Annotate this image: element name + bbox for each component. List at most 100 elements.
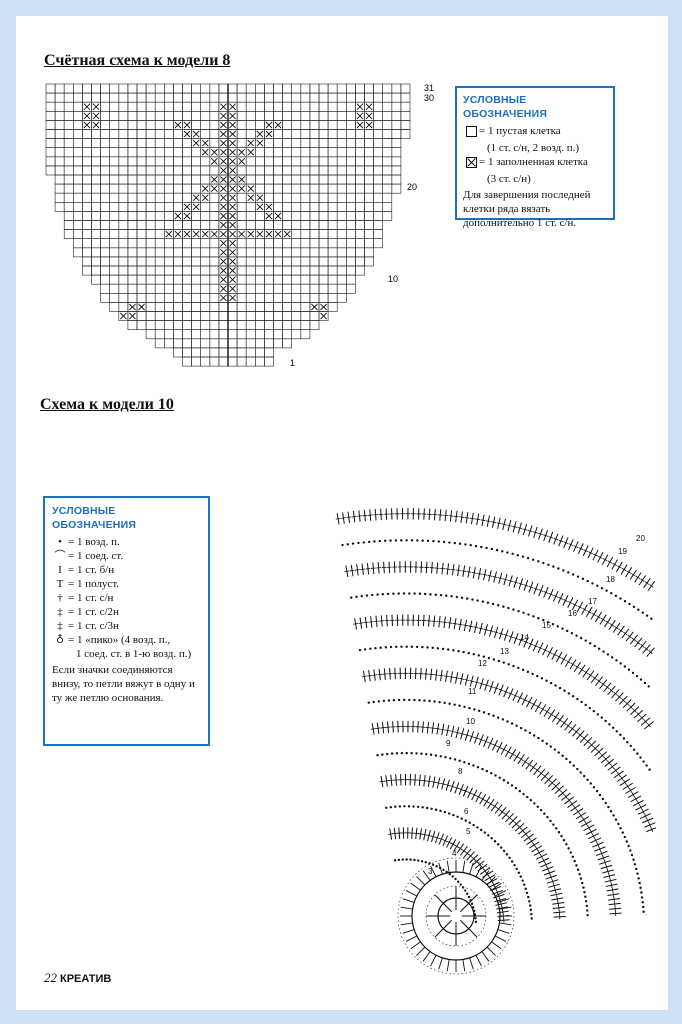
- stitch-bar: [449, 676, 454, 678]
- filet-cell: [336, 292, 347, 303]
- stitch-bar: [518, 582, 524, 585]
- filet-cell: [382, 129, 393, 139]
- stitch-bar: [609, 688, 614, 693]
- filet-cell: [145, 274, 156, 285]
- filet-cell: [63, 192, 74, 203]
- filet-cell: [245, 265, 256, 276]
- filet-cell: [309, 165, 320, 176]
- filet-cell: [209, 311, 220, 321]
- filet-cell: [400, 83, 411, 94]
- chain-dot: [532, 734, 536, 737]
- stitch-bar: [471, 856, 476, 861]
- filet-cell: [391, 138, 402, 148]
- filet-cell: [309, 220, 320, 230]
- chain-dot: [450, 595, 453, 598]
- chain-dot: [410, 539, 414, 542]
- stitch-bar: [523, 760, 528, 764]
- filet-cell: [173, 311, 183, 321]
- filet-cell: [109, 211, 120, 221]
- chain-dot: [579, 771, 583, 774]
- filet-cell: [127, 138, 138, 148]
- chain-dot: [562, 569, 565, 572]
- filet-cell: [345, 101, 356, 112]
- chain-dot: [416, 539, 419, 542]
- chain-dot: [423, 699, 426, 702]
- filet-cell: [72, 192, 83, 203]
- filet-cell: [236, 347, 247, 358]
- stitch-bar: [497, 577, 503, 580]
- filet-cell: [327, 211, 338, 221]
- filet-cell: [182, 147, 192, 158]
- stitch-bar: [588, 551, 593, 555]
- filet-cell: [191, 111, 202, 121]
- chain-dot: [418, 699, 421, 702]
- filet-cell: [182, 101, 192, 112]
- filet-cell: [255, 338, 265, 349]
- stitch-bar: [532, 842, 536, 848]
- stitch-bar: [487, 574, 493, 577]
- filet-cell: [118, 220, 129, 230]
- filet-cell: [336, 92, 347, 103]
- filet-cell: [236, 192, 247, 203]
- filet-cell: [318, 156, 329, 167]
- filet-cell: [300, 320, 311, 331]
- stitch-bar: [384, 780, 390, 782]
- filet-cell: [273, 165, 283, 176]
- filet-cell: [154, 256, 165, 267]
- filet-cell: [209, 220, 220, 230]
- chain-dot: [413, 858, 416, 862]
- legend-slip-stitch: ⌒ = 1 соед. ст.: [52, 549, 201, 563]
- filet-cell: [118, 229, 129, 240]
- chain-dot: [441, 647, 445, 651]
- filet-cell: [245, 247, 256, 258]
- filet-cell: [309, 120, 320, 130]
- filet-cell: [282, 338, 293, 349]
- filet-cell: [373, 238, 384, 249]
- filet-cell: [273, 147, 283, 158]
- filet-cross: [220, 230, 227, 238]
- chain-dot: [386, 592, 390, 596]
- filet-cell: [345, 283, 356, 294]
- filet-cross: [220, 258, 227, 265]
- filet-cell: [109, 147, 120, 158]
- filet-cross: [265, 212, 273, 220]
- filet-cross: [192, 230, 200, 238]
- filet-cell: [345, 202, 356, 212]
- chain-dot: [542, 618, 545, 622]
- filet-cell: [273, 329, 283, 340]
- filet-cell: [209, 320, 220, 331]
- stitch-bar: [602, 558, 608, 562]
- stitch-bar: [454, 786, 460, 790]
- filet-cell: [118, 211, 129, 221]
- filet-cell: [309, 156, 320, 167]
- filet-cell: [227, 329, 238, 340]
- stitch-bar: [596, 615, 601, 619]
- filet-cell: [200, 320, 211, 331]
- filet-cell: [273, 138, 283, 148]
- filet-cell: [164, 111, 174, 121]
- chain-dot: [486, 601, 490, 604]
- filet-cell: [309, 256, 320, 267]
- filet-cell: [100, 83, 110, 94]
- chain-dot: [575, 634, 578, 637]
- filet-cross: [183, 121, 191, 129]
- filet-cell: [382, 147, 393, 158]
- stitch-bar: [605, 864, 608, 870]
- filet-cell: [145, 138, 156, 148]
- filet-cell: [209, 83, 220, 94]
- filet-cell: [327, 283, 338, 294]
- stitch-bar: [579, 668, 585, 672]
- filet-cell: [355, 220, 365, 230]
- filet-cross: [220, 130, 227, 138]
- filet-cell: [182, 183, 192, 194]
- filet-cell: [364, 229, 374, 240]
- chain-dot: [371, 593, 374, 597]
- filet-cross: [201, 185, 209, 193]
- stitch-bar: [461, 570, 467, 572]
- filet-cross: [83, 103, 91, 111]
- filet-cell: [127, 183, 138, 194]
- filet-cell: [100, 183, 110, 194]
- filet-cell: [200, 347, 211, 358]
- chain-dot: [521, 668, 525, 672]
- filet-cell: [327, 265, 338, 276]
